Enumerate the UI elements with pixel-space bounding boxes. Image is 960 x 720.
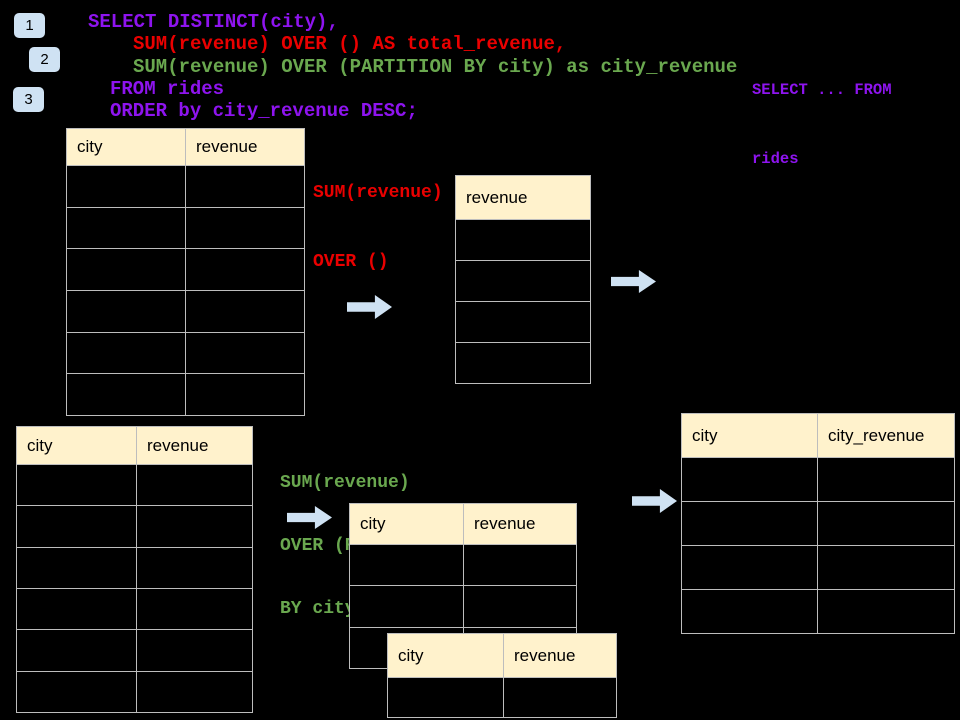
- column-header: city: [67, 129, 186, 166]
- empty-cell: [67, 207, 186, 250]
- empty-cell: [186, 249, 305, 291]
- empty-cell: [186, 166, 305, 208]
- empty-cell: [186, 332, 305, 375]
- empty-cell: [17, 506, 137, 548]
- empty-cell: [818, 590, 955, 634]
- empty-cell: [186, 374, 305, 416]
- empty-cell: [137, 588, 253, 631]
- empty-cell: [67, 290, 186, 333]
- column-header: revenue: [504, 634, 617, 678]
- empty-cell: [504, 678, 617, 718]
- empty-cell: [17, 671, 137, 713]
- arrow-right-icon: [632, 489, 677, 513]
- empty-cell: [137, 465, 253, 507]
- empty-cell: [350, 545, 464, 587]
- empty-cell: [682, 458, 818, 502]
- sql-line-order-by: ORDER by city_revenue DESC;: [110, 100, 418, 122]
- column-header: city: [17, 427, 137, 465]
- label-sum-over-all-line-2: OVER (): [313, 252, 389, 272]
- step-badge-3: 3: [13, 87, 44, 112]
- empty-cell: [388, 678, 504, 718]
- sql-line-from: FROM rides: [110, 78, 225, 100]
- empty-cell: [456, 261, 591, 302]
- step-badge-1: 1: [14, 13, 45, 38]
- empty-cell: [67, 166, 186, 208]
- table-total-revenue: revenue: [455, 175, 591, 384]
- column-header: city_revenue: [818, 414, 955, 458]
- sql-line-city-revenue: SUM(revenue) OVER (PARTITION BY city) as…: [133, 56, 738, 78]
- column-header: city: [388, 634, 504, 678]
- code-note-line-2: rides: [752, 150, 799, 168]
- empty-cell: [464, 545, 577, 587]
- empty-cell: [137, 547, 253, 589]
- empty-cell: [17, 547, 137, 589]
- empty-cell: [464, 586, 577, 628]
- arrow-right-icon: [611, 270, 656, 293]
- empty-cell: [17, 630, 137, 672]
- column-header: city: [350, 504, 464, 545]
- empty-cell: [818, 546, 955, 590]
- empty-cell: [682, 502, 818, 546]
- empty-cell: [682, 546, 818, 590]
- column-header: revenue: [464, 504, 577, 545]
- sql-line-total-revenue: SUM(revenue) OVER () AS total_revenue,: [133, 33, 567, 55]
- label-sum-over-all-line-1: SUM(revenue): [313, 183, 443, 203]
- arrow-right-icon: [347, 295, 392, 319]
- empty-cell: [186, 290, 305, 333]
- column-header: revenue: [456, 176, 591, 220]
- empty-cell: [456, 302, 591, 343]
- column-header: revenue: [137, 427, 253, 465]
- step-badge-2: 2: [29, 47, 60, 72]
- empty-cell: [818, 502, 955, 546]
- empty-cell: [682, 590, 818, 634]
- label-sum-over-all: SUM(revenue) OVER (): [313, 136, 443, 297]
- empty-cell: [456, 220, 591, 261]
- empty-cell: [67, 332, 186, 375]
- empty-cell: [67, 249, 186, 291]
- empty-cell: [186, 207, 305, 250]
- empty-cell: [67, 374, 186, 416]
- empty-cell: [137, 506, 253, 548]
- empty-cell: [137, 671, 253, 713]
- column-header: revenue: [186, 129, 305, 166]
- code-note-select-from: SELECT ... FROM rides: [752, 33, 892, 194]
- empty-cell: [17, 465, 137, 507]
- sql-line-select: SELECT DISTINCT(city),: [88, 11, 339, 33]
- code-note-line-1: SELECT ... FROM: [752, 81, 892, 99]
- empty-cell: [350, 586, 464, 628]
- empty-cell: [818, 458, 955, 502]
- empty-cell: [456, 343, 591, 384]
- empty-cell: [17, 588, 137, 631]
- label-sum-over-partition-line-1: SUM(revenue): [280, 473, 410, 493]
- empty-cell: [137, 630, 253, 672]
- column-header: city: [682, 414, 818, 458]
